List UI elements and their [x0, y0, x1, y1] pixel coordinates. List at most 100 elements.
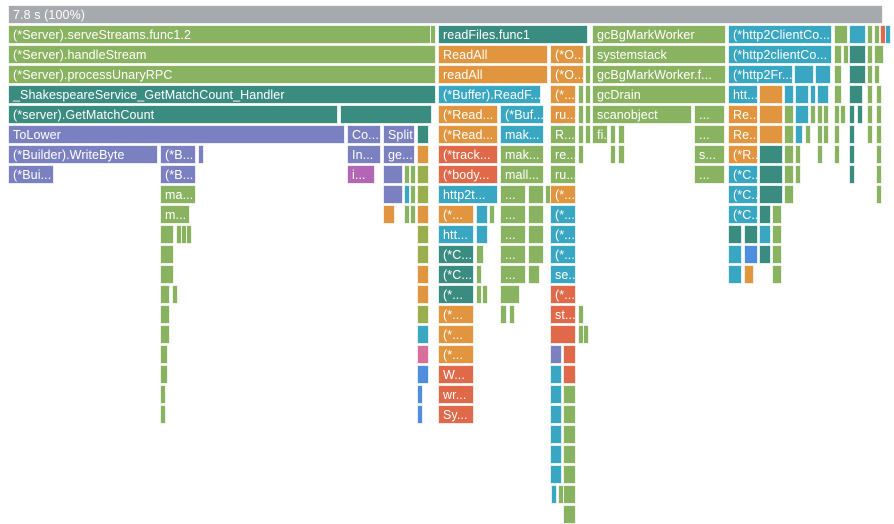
flame-frame-unlabeled[interactable] — [489, 205, 495, 224]
flame-frame[interactable]: (*http2clientCo... — [728, 45, 832, 64]
flame-frame-unlabeled[interactable] — [772, 265, 782, 284]
flame-frame[interactable]: htt... — [728, 85, 758, 104]
flame-frame[interactable]: (*... — [550, 225, 576, 244]
flame-frame-unlabeled[interactable] — [744, 265, 754, 284]
flame-frame-unlabeled[interactable] — [578, 305, 584, 324]
flame-frame[interactable]: (*Read... — [438, 125, 498, 144]
flame-frame-unlabeled[interactable] — [528, 185, 544, 204]
flame-frame-unlabeled[interactable] — [784, 165, 794, 184]
flame-frame[interactable]: readAll — [438, 65, 548, 84]
flame-frame[interactable]: i... — [347, 165, 375, 184]
flame-frame-unlabeled[interactable] — [772, 205, 782, 224]
flame-frame-unlabeled[interactable] — [500, 305, 507, 324]
flame-frame-unlabeled[interactable] — [817, 105, 823, 124]
flame-frame-unlabeled[interactable] — [874, 65, 880, 84]
flame-frame-unlabeled[interactable] — [834, 125, 840, 144]
flame-frame-unlabeled[interactable] — [759, 185, 783, 204]
flame-frame-unlabeled[interactable] — [784, 85, 794, 104]
flame-frame-unlabeled[interactable] — [476, 225, 488, 244]
flame-frame-unlabeled[interactable] — [795, 85, 809, 104]
flame-frame[interactable]: R... — [550, 125, 576, 144]
flame-frame[interactable]: systemstack — [592, 45, 726, 64]
flame-frame-unlabeled[interactable] — [759, 105, 783, 124]
flame-frame-unlabeled[interactable] — [417, 365, 429, 384]
flame-frame[interactable]: (*O... — [550, 45, 584, 64]
flame-frame-unlabeled[interactable] — [383, 185, 403, 204]
flame-frame[interactable]: (*Server).serveStreams.func1.2 — [8, 25, 436, 44]
flame-frame-unlabeled[interactable] — [843, 45, 849, 64]
flame-frame-unlabeled[interactable] — [885, 25, 891, 44]
flame-frame[interactable]: ... — [500, 245, 526, 264]
flame-frame-unlabeled[interactable] — [383, 165, 403, 184]
flame-frame-unlabeled[interactable] — [417, 285, 429, 304]
flame-frame-unlabeled[interactable] — [849, 125, 855, 144]
flame-frame-unlabeled[interactable] — [404, 165, 410, 184]
flame-frame-unlabeled[interactable] — [160, 385, 166, 404]
flame-frame-unlabeled[interactable] — [849, 25, 866, 44]
flame-frame[interactable]: st... — [550, 305, 576, 324]
flame-frame-unlabeled[interactable] — [430, 25, 436, 44]
flame-frame-unlabeled[interactable] — [417, 225, 429, 244]
flame-frame-unlabeled[interactable] — [805, 125, 811, 144]
flame-frame-unlabeled[interactable] — [772, 225, 782, 244]
flame-frame[interactable]: re... — [550, 145, 576, 164]
flame-frame-unlabeled[interactable] — [876, 125, 882, 144]
flame-frame-unlabeled[interactable] — [610, 125, 616, 144]
flame-frame-unlabeled[interactable] — [417, 305, 429, 324]
flame-frame-unlabeled[interactable] — [476, 205, 488, 224]
flame-frame-unlabeled[interactable] — [410, 185, 416, 204]
flame-frame-unlabeled[interactable] — [759, 85, 783, 104]
flame-frame[interactable]: ... — [500, 205, 526, 224]
flame-frame[interactable]: (*Read... — [438, 105, 498, 124]
flame-frame[interactable]: (*Bui... — [8, 165, 54, 184]
flame-frame-unlabeled[interactable] — [744, 245, 758, 264]
flame-frame[interactable]: (*C... — [438, 265, 474, 284]
flame-frame[interactable]: (*C... — [728, 205, 758, 224]
flame-frame-unlabeled[interactable] — [834, 145, 840, 164]
flame-frame[interactable]: (*... — [550, 285, 576, 304]
flame-frame-unlabeled[interactable] — [849, 105, 855, 124]
flame-frame-unlabeled[interactable] — [528, 265, 540, 284]
flame-frame[interactable]: (*... — [438, 285, 474, 304]
flame-frame-unlabeled[interactable] — [759, 205, 771, 224]
flame-frame-unlabeled[interactable] — [417, 245, 429, 264]
flame-frame-unlabeled[interactable] — [578, 145, 584, 164]
flame-frame-unlabeled[interactable] — [849, 85, 863, 104]
flame-frame[interactable]: (*... — [438, 325, 474, 344]
flame-frame-unlabeled[interactable] — [795, 105, 809, 124]
flame-frame[interactable]: m... — [160, 205, 190, 224]
flame-frame-unlabeled[interactable] — [551, 485, 557, 504]
flame-frame-unlabeled[interactable] — [834, 45, 842, 64]
flame-frame[interactable]: gcBgMarkWorker.f... — [592, 65, 726, 84]
root-total-frame[interactable]: 7.8 s (100%) — [8, 5, 883, 24]
flame-frame-unlabeled[interactable] — [160, 325, 170, 344]
flame-frame-unlabeled[interactable] — [823, 105, 829, 124]
flame-frame[interactable]: htt... — [438, 225, 474, 244]
flame-frame[interactable]: gcDrain — [592, 85, 726, 104]
flame-frame-unlabeled[interactable] — [198, 145, 204, 164]
flame-frame-unlabeled[interactable] — [817, 145, 823, 164]
flame-frame-unlabeled[interactable] — [563, 505, 576, 524]
flame-frame[interactable]: (*Buf... — [500, 105, 544, 124]
flame-frame-unlabeled[interactable] — [867, 85, 873, 104]
flame-frame-unlabeled[interactable] — [585, 85, 591, 104]
flame-frame-unlabeled[interactable] — [849, 165, 855, 184]
flame-frame-unlabeled[interactable] — [160, 285, 170, 304]
flame-frame-unlabeled[interactable] — [876, 165, 882, 184]
flame-frame[interactable]: Sy... — [438, 405, 474, 424]
flame-frame[interactable]: ... — [500, 185, 526, 204]
flame-frame-unlabeled[interactable] — [578, 125, 584, 144]
flame-frame[interactable]: (*server).GetMatchCount — [8, 105, 338, 124]
flame-frame-unlabeled[interactable] — [759, 145, 783, 164]
flame-frame-unlabeled[interactable] — [550, 365, 562, 384]
flame-frame-unlabeled[interactable] — [867, 125, 873, 144]
flame-frame-unlabeled[interactable] — [563, 485, 576, 504]
flame-frame[interactable]: (*body... — [438, 165, 498, 184]
flame-frame-unlabeled[interactable] — [834, 105, 840, 124]
flame-frame-unlabeled[interactable] — [784, 125, 794, 144]
flame-frame-unlabeled[interactable] — [160, 225, 174, 244]
flame-frame[interactable]: (*Buffer).ReadF... — [438, 85, 541, 104]
flame-frame-unlabeled[interactable] — [759, 225, 771, 244]
flame-frame-unlabeled[interactable] — [610, 145, 616, 164]
flame-frame[interactable]: scanobject — [592, 105, 692, 124]
